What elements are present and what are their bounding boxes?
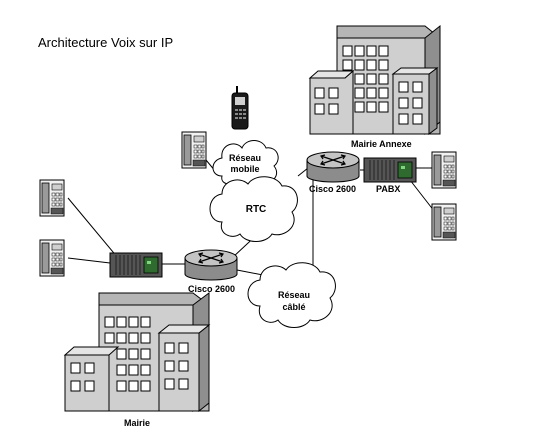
router-label-main: Cisco 2600 [188, 284, 235, 294]
cloud-label-mobile-line2: mobile [230, 164, 259, 174]
building-icon [63, 292, 211, 413]
pabx-label: PABX [376, 184, 400, 194]
cloud-label-mobile-line1: Réseau [229, 153, 261, 163]
building-icon [308, 24, 441, 136]
diagram-title: Architecture Voix sur IP [38, 35, 173, 50]
cloud-label-rtc: RTC [246, 204, 267, 215]
desk-phone-icon [181, 131, 207, 169]
site-label-mairie: Mairie [124, 418, 150, 428]
link-phone2-pabx [67, 257, 111, 264]
link-rtc-annexrouter [297, 167, 309, 177]
desk-phone-icon [431, 151, 457, 189]
router-icon [306, 151, 360, 183]
pabx-icon [109, 252, 163, 278]
pabx-icon [363, 157, 417, 183]
desk-phone-icon [39, 239, 65, 277]
router-icon [184, 249, 238, 281]
cloud-label-cable-line2: câblé [282, 302, 305, 312]
link-phone1-pabx [67, 197, 119, 259]
cloud-icon [209, 176, 298, 242]
site-label-mairie-annexe: Mairie Annexe [351, 139, 412, 149]
router-label-annexe: Cisco 2600 [309, 184, 356, 194]
desk-phone-icon [39, 179, 65, 217]
cloud-icon [247, 262, 336, 328]
mobile-phone-icon [231, 85, 249, 130]
desk-phone-icon [431, 203, 457, 241]
cloud-label-cable-line1: Réseau [278, 290, 310, 300]
